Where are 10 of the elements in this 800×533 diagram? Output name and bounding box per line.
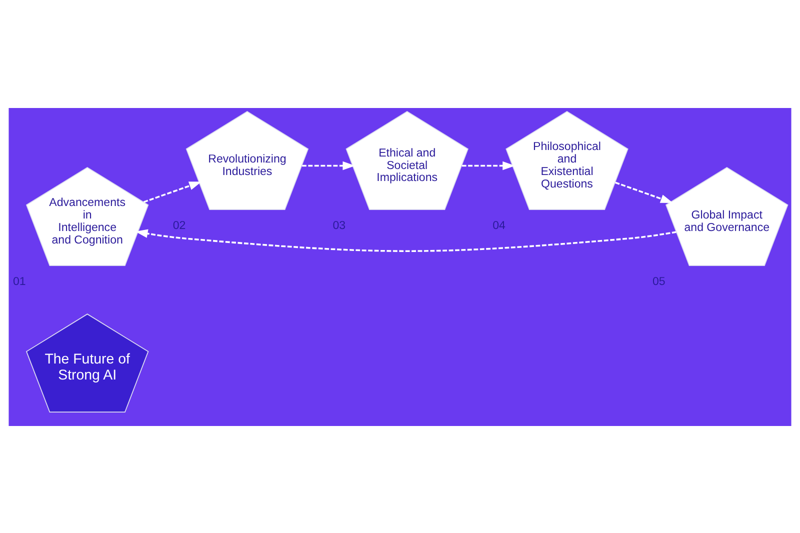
node-label: 01 bbox=[12, 276, 26, 288]
arrow bbox=[615, 181, 674, 202]
arrow bbox=[143, 181, 202, 202]
node-label: 02 bbox=[172, 220, 186, 232]
node-label: 03 bbox=[332, 220, 346, 232]
arrow bbox=[302, 160, 356, 170]
arrow bbox=[135, 228, 676, 252]
node-label: 04 bbox=[492, 220, 506, 232]
node-label: 05 bbox=[652, 276, 666, 288]
arrow bbox=[462, 160, 516, 170]
